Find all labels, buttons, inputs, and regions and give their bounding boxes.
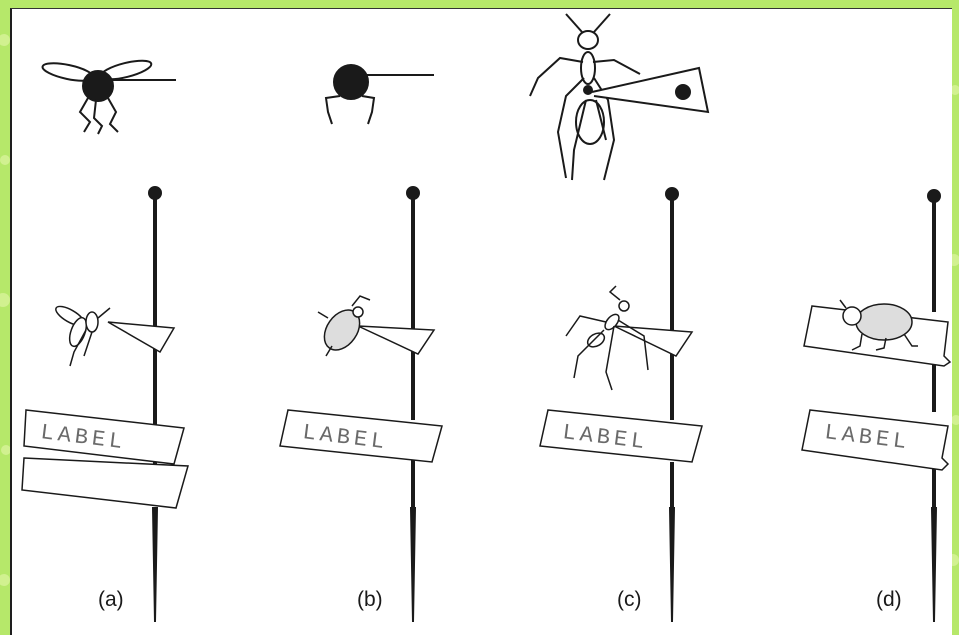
point-card-a <box>107 321 176 354</box>
pin-b <box>406 186 420 623</box>
point-card-c <box>613 325 694 357</box>
label-card-d <box>801 409 950 471</box>
label-card-c <box>539 409 703 463</box>
label-card-b <box>279 409 443 463</box>
caption-d: (d) <box>876 588 902 611</box>
fly-headon-icon <box>41 59 176 135</box>
caption-c: (c) <box>617 588 642 611</box>
beetle-headon-icon <box>324 64 434 125</box>
beetle-specimen-b <box>317 295 371 357</box>
fly-specimen-a <box>55 305 111 367</box>
caption-b: (b) <box>357 588 383 611</box>
pin-c <box>665 187 679 623</box>
label-card-a-upper <box>23 409 185 465</box>
label-card-a-lower <box>21 457 189 509</box>
pin-d <box>927 189 941 623</box>
beetle-specimen-d <box>839 299 918 351</box>
pin-a <box>148 186 162 623</box>
caption-a: (a) <box>98 588 124 611</box>
figure-panel <box>10 8 952 635</box>
point-card-b <box>357 325 436 355</box>
ant-point-icon <box>529 13 710 181</box>
ant-specimen-c <box>565 285 649 391</box>
